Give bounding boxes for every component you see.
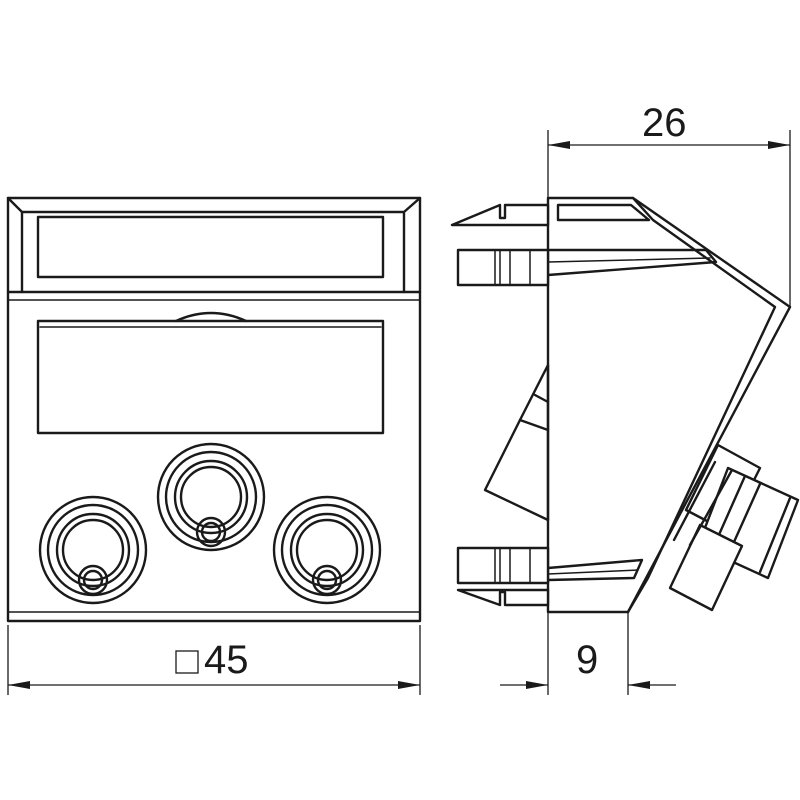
front-top-face — [6, 196, 422, 294]
upper-clip — [456, 248, 550, 287]
side-connector-stack — [668, 443, 800, 612]
upper-latch — [450, 203, 550, 227]
dimension-depth-26: 26 — [547, 101, 791, 307]
front-view — [6, 196, 422, 623]
connector-right — [272, 495, 382, 605]
side-view — [450, 196, 800, 614]
front-outer-frame — [6, 196, 422, 623]
side-upper-ledge — [556, 203, 651, 222]
side-rail-bottom — [546, 558, 644, 582]
dimension-depth-9: 9 — [500, 612, 676, 695]
side-rail-top — [546, 248, 718, 277]
lower-clip — [456, 546, 550, 585]
side-rail-bottom-2 — [547, 569, 639, 575]
side-inner-slope — [626, 196, 777, 614]
rear-bracket — [483, 363, 550, 522]
dimension-label-9: 9 — [576, 638, 598, 682]
side-rail-top-2 — [547, 257, 711, 263]
dimension-label-26: 26 — [642, 101, 687, 145]
release-tab — [174, 311, 248, 323]
connector-middle — [156, 442, 266, 552]
dimension-square-45: 45 — [7, 625, 421, 695]
lower-label-window — [36, 319, 385, 435]
upper-label-window — [36, 215, 385, 279]
connector-left — [38, 495, 148, 605]
dimension-label-45: 45 — [204, 638, 249, 682]
side-body-outline — [546, 196, 792, 614]
square-outline-icon — [175, 650, 199, 674]
lower-latch — [456, 588, 550, 607]
